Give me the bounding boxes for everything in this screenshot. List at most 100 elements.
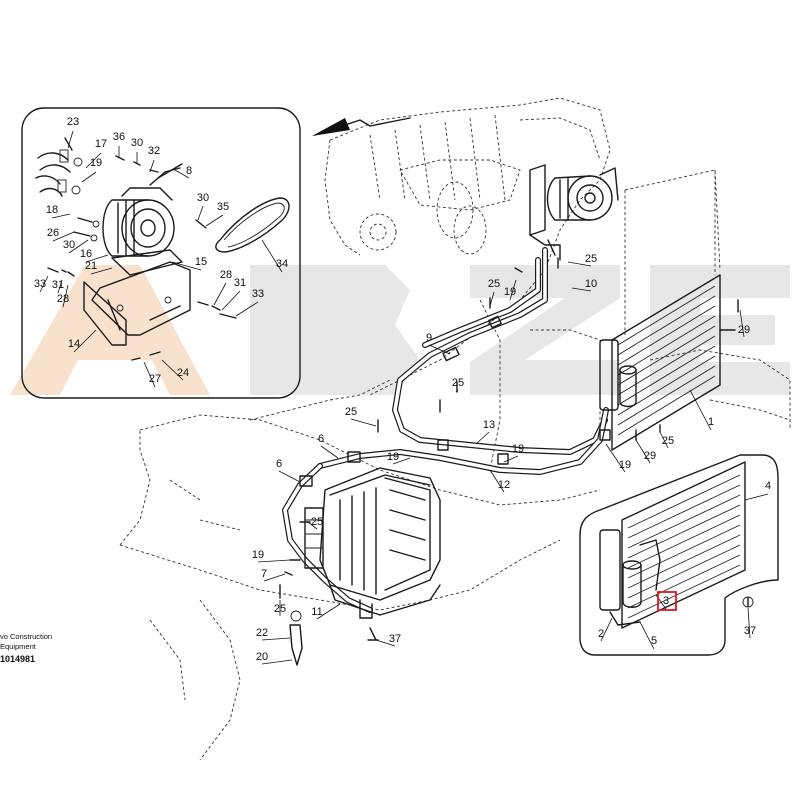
- leader-line-19: [509, 279, 517, 301]
- part-label-17: 17: [95, 138, 107, 150]
- part-label-37: 37: [744, 625, 756, 637]
- leader-line-2: [600, 617, 613, 642]
- leader-line-15: [171, 261, 202, 271]
- part-label-12: 12: [498, 479, 510, 491]
- leader-line-25: [350, 418, 377, 427]
- leader-line-28: [213, 282, 227, 306]
- part-label-35: 35: [217, 201, 229, 213]
- part-label-28: 28: [220, 269, 232, 281]
- leader-line-33: [235, 301, 259, 317]
- part-label-6: 6: [318, 433, 324, 445]
- leader-line-7: [263, 573, 286, 582]
- part-label-25: 25: [662, 435, 674, 447]
- leader-line-22: [261, 637, 291, 641]
- hose-clamps: [299, 315, 611, 487]
- leader-line-29: [739, 309, 745, 338]
- leader-line-19: [503, 455, 519, 463]
- leader-line-19: [392, 457, 411, 465]
- lower-fitting: [289, 610, 379, 666]
- refrigerant-hoses: [282, 247, 609, 613]
- leader-line-30: [197, 205, 204, 221]
- part-label-19: 19: [512, 443, 524, 455]
- leader-line-6: [320, 445, 339, 459]
- part-label-16: 16: [80, 248, 92, 260]
- leader-line-25: [567, 261, 592, 267]
- leader-line-18: [51, 213, 71, 219]
- leader-line-14: [73, 329, 97, 353]
- leader-line-35: [205, 214, 224, 227]
- leader-line-30: [68, 239, 89, 254]
- detail-inset-box: [21, 107, 301, 399]
- leader-line-11: [316, 603, 341, 620]
- engine-compressor: [529, 164, 619, 261]
- part-label-25: 25: [585, 253, 597, 265]
- leader-line-27: [143, 361, 156, 388]
- part-label-33: 33: [252, 288, 264, 300]
- leader-line-23: [67, 130, 74, 149]
- doc-number: 1014981: [0, 654, 36, 664]
- leader-line-31: [57, 279, 63, 294]
- leader-line-8: [174, 169, 190, 179]
- part-label-34: 34: [276, 258, 288, 270]
- part-label-24: 24: [177, 367, 189, 379]
- leader-line-19: [81, 171, 97, 183]
- part-label-25: 25: [345, 406, 357, 418]
- leader-line-5: [639, 621, 655, 650]
- part-label-31: 31: [234, 277, 246, 289]
- engine-outline: [249, 97, 611, 421]
- part-label-23: 23: [67, 116, 79, 128]
- leader-line-37: [375, 639, 396, 647]
- part-label-28: 28: [57, 293, 69, 305]
- part-label-11: 11: [311, 606, 322, 618]
- part-label-29: 29: [738, 324, 750, 336]
- condenser-upper: [599, 169, 736, 451]
- part-label-15: 15: [195, 256, 207, 268]
- leader-line-25: [659, 431, 669, 449]
- leader-line-1: [689, 389, 712, 431]
- leader-line-25: [455, 389, 459, 393]
- part-label-36: 36: [113, 131, 125, 143]
- part-label-25: 25: [311, 516, 323, 528]
- part-label-19: 19: [252, 549, 264, 561]
- inset-compressor: [83, 167, 191, 346]
- part-label-21: 21: [85, 260, 97, 272]
- leader-line-25: [307, 521, 318, 530]
- part-label-5: 5: [651, 635, 657, 647]
- part-label-32: 32: [148, 145, 160, 157]
- leader-line-33: [39, 275, 49, 293]
- part-label-27: 27: [149, 373, 161, 385]
- leader-line-29: [635, 439, 651, 464]
- leader-line-16: [85, 254, 109, 263]
- part-label-25: 25: [452, 377, 464, 389]
- caption-line-2: Equipment: [0, 642, 36, 651]
- leader-line-4: [744, 493, 769, 501]
- direction-arrow: [312, 117, 411, 136]
- leader-line-37: [747, 607, 751, 639]
- part-label-30: 30: [197, 192, 209, 204]
- part-label-19: 19: [619, 459, 631, 471]
- bolts: [279, 257, 749, 607]
- part-label-4: 4: [765, 480, 771, 492]
- part-label-30: 30: [131, 137, 143, 149]
- part-label-19: 19: [504, 286, 516, 298]
- leader-line-31: [221, 290, 241, 311]
- part-label-25: 25: [488, 278, 500, 290]
- part-label-37: 37: [389, 633, 401, 645]
- part-label-1: 1: [708, 416, 714, 428]
- part-label-14: 14: [68, 338, 80, 350]
- part-label-31: 31: [52, 279, 64, 291]
- part-label-19: 19: [387, 451, 399, 463]
- highlight-part-3: [657, 591, 677, 611]
- leader-line-19: [605, 443, 626, 473]
- part-label-19: 19: [90, 157, 102, 169]
- leader-line-28: [62, 284, 69, 308]
- leader-line-13: [475, 431, 490, 445]
- leader-line-17: [85, 152, 102, 169]
- part-label-13: 13: [483, 419, 495, 431]
- leader-line-20: [261, 659, 293, 665]
- part-label-8: 8: [186, 165, 192, 177]
- leader-line-34: [261, 239, 283, 273]
